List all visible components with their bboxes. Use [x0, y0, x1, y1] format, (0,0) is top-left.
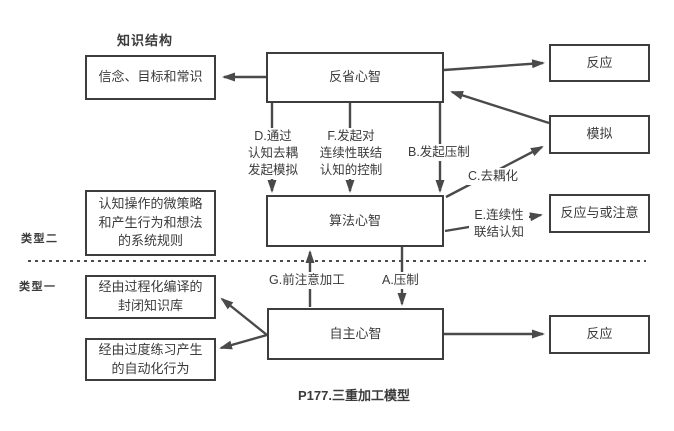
label-d-initiate-simulation-via-decoupling: D.通过 认知去耦 发起模拟: [244, 128, 302, 179]
response-or-attention-box: 反应与或注意: [549, 194, 650, 233]
beliefs-goals-box: 信念、目标和常识: [85, 55, 216, 100]
arrow-autonomous-to-automatized-behavior: [219, 333, 268, 350]
automatized-behavior-box: 经由过度练习产生 的自动化行为: [85, 338, 216, 381]
label-c-decoupling: C.去耦化: [467, 168, 520, 185]
reflective-mind-box: 反省心智: [266, 52, 444, 103]
knowledge-structure-label: 知识结构: [117, 33, 174, 48]
figure-caption: P177.三重加工模型: [298, 388, 410, 403]
label-a-override: A.压制: [381, 272, 420, 289]
autonomous-mind-box: 自主心智: [267, 308, 444, 360]
response-top-box: 反应: [549, 44, 650, 82]
response-bottom-box: 反应: [549, 315, 650, 354]
algorithmic-mind-box: 算法心智: [266, 195, 444, 247]
arrow-simulation-to-reflective: [450, 90, 550, 125]
arrow-autonomous-to-compiled-knowledge: [220, 297, 268, 336]
type-one-label: 类型一: [19, 281, 57, 293]
compiled-knowledge-box: 经由过程化编译的 封闭知识库: [85, 275, 216, 319]
simulation-box: 模拟: [549, 115, 650, 154]
micro-strategies-box: 认知操作的微策略 和产生行为和想法 的系统规则: [85, 190, 216, 256]
label-e-serial-associative-cognition: E.连续性 联结认知: [469, 207, 529, 241]
label-g-preattentive-processing: G.前注意加工: [268, 272, 346, 289]
label-b-initiate-override: B.发起压制: [407, 144, 471, 161]
type-two-label: 类型二: [21, 233, 59, 245]
label-f-initiate-control-of-serial-associative-cognition: F.发起对 连续性联结 认知的控制: [317, 128, 385, 179]
arrow-reflective-to-response-top: [443, 59, 545, 72]
